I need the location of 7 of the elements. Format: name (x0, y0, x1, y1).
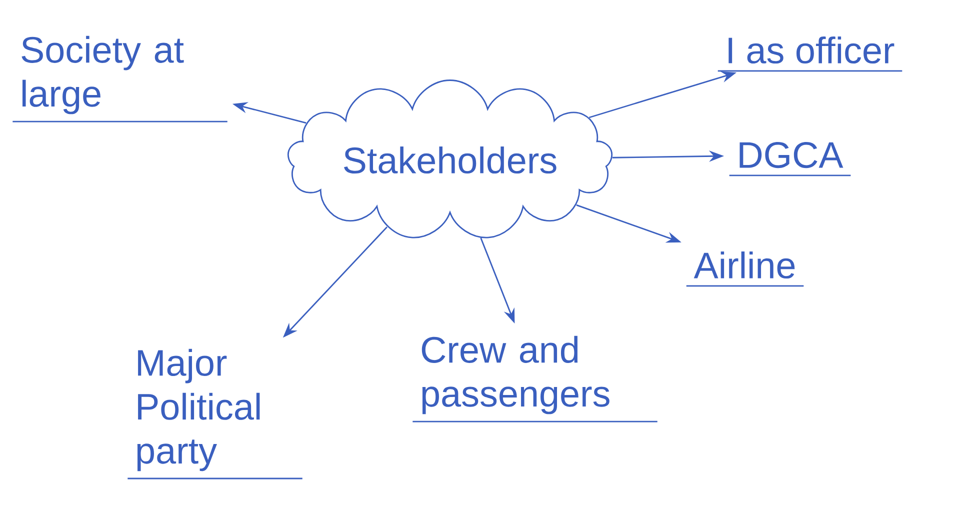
underlined-label: Society at large (12, 36, 228, 122)
underlined-label: Major Political party (128, 348, 302, 480)
underlined-label: I as officer (718, 36, 902, 72)
underlined-label: Airline (686, 251, 804, 287)
cloud-node: Stakeholders (287, 80, 613, 238)
underlined-label: DGCA (729, 142, 851, 176)
underlined-label: Crew and passengers (412, 336, 658, 422)
